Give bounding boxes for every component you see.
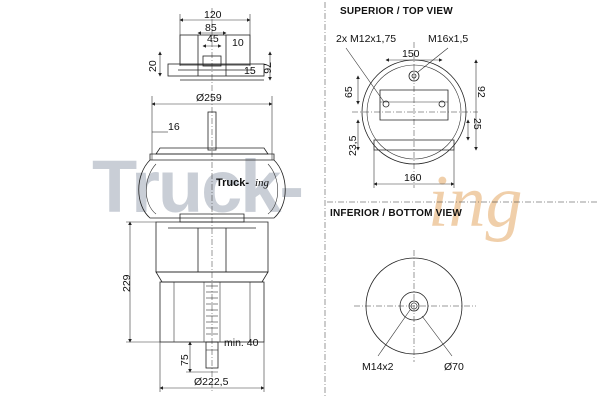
- dim-45: 45: [207, 33, 219, 45]
- dim-92: 92: [475, 86, 487, 98]
- dim-120: 120: [204, 9, 222, 21]
- dim-diameter-222: Ø222,5: [194, 376, 229, 388]
- dim-10: 10: [232, 37, 244, 49]
- bottom-boss: [399, 291, 429, 321]
- logo-text-right: ing: [255, 177, 270, 189]
- bolt-hole-left: [382, 100, 390, 108]
- dim-20: 20: [147, 60, 159, 72]
- dim-25: 25: [471, 118, 483, 130]
- piston-hatch: [203, 282, 221, 342]
- dim-15: 15: [244, 65, 256, 77]
- dim-85: 85: [205, 22, 217, 34]
- top-bracket-plate: [167, 63, 265, 77]
- top-view: SUPERIOR / TOP VIEW 2x M12x1,75 M16x1,5 …: [336, 6, 487, 188]
- top-bracket: [379, 89, 449, 121]
- bottom-view-header: INFERIOR / BOTTOM VIEW: [330, 208, 462, 219]
- watermark-text-left: Truck-: [92, 145, 302, 228]
- bottom-view: INFERIOR / BOTTOM VIEW M14x2 Ø70: [330, 208, 476, 373]
- top-view-header: SUPERIOR / TOP VIEW: [340, 6, 453, 17]
- bolt-label: 2x M12x1,75: [336, 33, 396, 45]
- bottom-stud: [205, 341, 219, 369]
- thread-label: M14x2: [362, 361, 394, 373]
- dim-diameter-70: Ø70: [444, 361, 464, 373]
- dim-160: 160: [404, 172, 422, 184]
- dim-75: 75: [179, 354, 191, 366]
- dim-65: 65: [343, 86, 355, 98]
- dim-150: 150: [402, 48, 420, 60]
- stud-label: M16x1,5: [428, 33, 468, 45]
- top-stud: [207, 111, 217, 151]
- dim-76: 76: [261, 62, 273, 74]
- logo-text-left: Truck-: [216, 177, 249, 189]
- bottom-piston-outline: [365, 257, 463, 355]
- dim-min-40: min. 40: [224, 337, 259, 349]
- dim-16: 16: [168, 121, 180, 133]
- air-bellow: [138, 159, 286, 219]
- bolt-hole-right: [438, 100, 446, 108]
- side-view: 120 85 45 10 20 15 76 Ø259 16 Tru: [121, 8, 286, 392]
- stud-hole: [408, 70, 420, 82]
- dim-diameter-259: Ø259: [196, 92, 222, 104]
- dim-23-5: 23,5: [347, 135, 359, 156]
- dim-229: 229: [121, 274, 133, 292]
- bottom-thread-hole: [408, 300, 420, 312]
